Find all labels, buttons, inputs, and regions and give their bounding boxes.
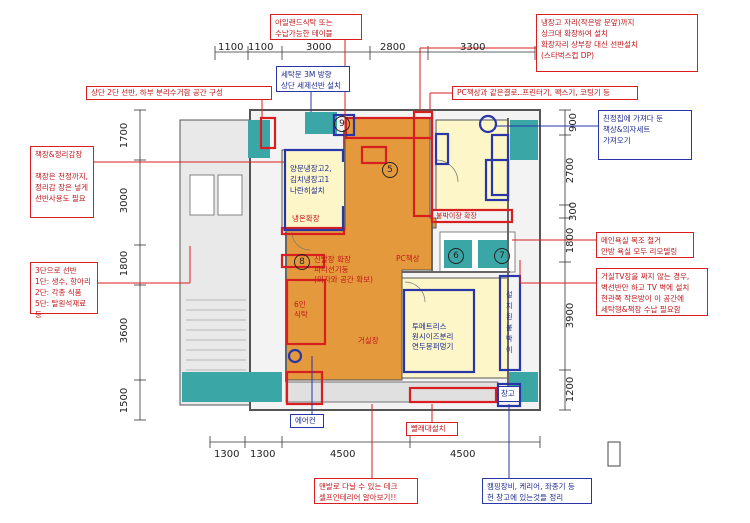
label-living-cabinet: 거실장 (358, 336, 379, 345)
dim-right-3: 300 (568, 201, 580, 222)
dim-bottom-2: 1300 (250, 449, 276, 460)
label-fridges: 양문냉장고2, 김치냉장고1 나란히설치 (288, 162, 344, 206)
note-storage: 창고 (498, 386, 520, 402)
note-bathroom-remodel: 메인욕실 목조 철거 안방 욕실 모두 리모델링 (596, 232, 694, 258)
dim-top-3: 3000 (306, 42, 332, 53)
dim-left-3: 1800 (119, 250, 131, 277)
label-builtin-extension: 붙박이장 확장 (436, 212, 477, 220)
label-installed-builtin: 설 치 된 붙 박 이 (506, 291, 513, 354)
dim-left-1: 1700 (119, 122, 131, 149)
room-number-9: 9 (334, 116, 350, 132)
room-number-7: 7 (494, 248, 510, 264)
label-dining-table: 6인 식탁 (294, 300, 308, 319)
note-pc-desk: PC책상과 같은결로..프린터기, 팩스기, 코팅기 등 (452, 86, 638, 100)
dim-right-1: 900 (568, 112, 580, 133)
note-sink-extension: 냉장고 자리(작은방 문앞)까지 싱크대 확장하여 설치 확장자리 상부장 대신… (536, 14, 698, 72)
note-laundry-shelf: 세탁문 3M 방향 상단 세제선반 설치 (276, 66, 350, 92)
note-upper-shelf: 상단 2단 선반, 하부 분리수거함 공간 구성 (86, 86, 272, 100)
note-island-table: 아일랜드식탁 또는 수납가능한 테이블 (270, 14, 362, 40)
room-number-6: 6 (448, 248, 464, 264)
dim-left-5: 1500 (119, 387, 131, 414)
note-aircon: 에어컨 (290, 414, 324, 428)
dim-top-2: 1100 (248, 42, 274, 53)
note-laundry-rack: 빨래대설치 (406, 422, 458, 436)
dim-bottom-3: 4500 (330, 449, 356, 460)
note-desk-chair: 친정집에 가져다 둔 책상&의자세트 가져오기 (598, 110, 692, 160)
label-pc-desk: PC책상 (396, 254, 420, 263)
note-tv-wall: 거실TV장을 짜지 않는 경우, 벽선반만 하고 TV 벽에 설치 현관쪽 작은… (596, 268, 708, 316)
note-pantry-shelves: 3단으로 선반 1단: 생수, 항아리 2단: 각종 식품 5단: 탈원석재료 … (30, 262, 98, 319)
note-bookshelf: 책장&정리감장 책장은 천정까지, 정리감 장은 넣게 선반사용도 필요 (30, 146, 94, 218)
dim-right-4: 1800 (565, 227, 577, 254)
dim-right-2: 2700 (565, 157, 577, 184)
dim-right-6: 1200 (565, 376, 577, 403)
dim-top-4: 2800 (380, 42, 406, 53)
note-deck: 맨발로 다닐 수 있는 데크 셀프인테리어 알아보기!! (314, 478, 418, 504)
dim-bottom-4: 4500 (450, 449, 476, 460)
label-bedroom-mattress: 투메트리스 원시이즈분리 연두몽퍼멍기 (412, 322, 454, 351)
label-shoe-cabinet: 신발장 확장 파티션기둥 (의자와 공간 확보) (314, 255, 373, 284)
dim-left-4: 3600 (119, 317, 131, 344)
room-number-5: 5 (382, 162, 398, 178)
dim-right-5: 3900 (565, 302, 577, 329)
label-fridge-extension: 냉온확장 (292, 214, 320, 223)
dim-bottom-1: 1300 (214, 449, 240, 460)
room-number-8: 8 (294, 254, 310, 270)
note-camping-gear: 캠핑장비, 케리어, 좌종기 등 헌 창고에 있는것들 정리 (482, 478, 592, 504)
dim-left-2: 3000 (119, 187, 131, 214)
dim-top-5: 3300 (460, 42, 486, 53)
dim-top-1: 1100 (218, 42, 244, 53)
